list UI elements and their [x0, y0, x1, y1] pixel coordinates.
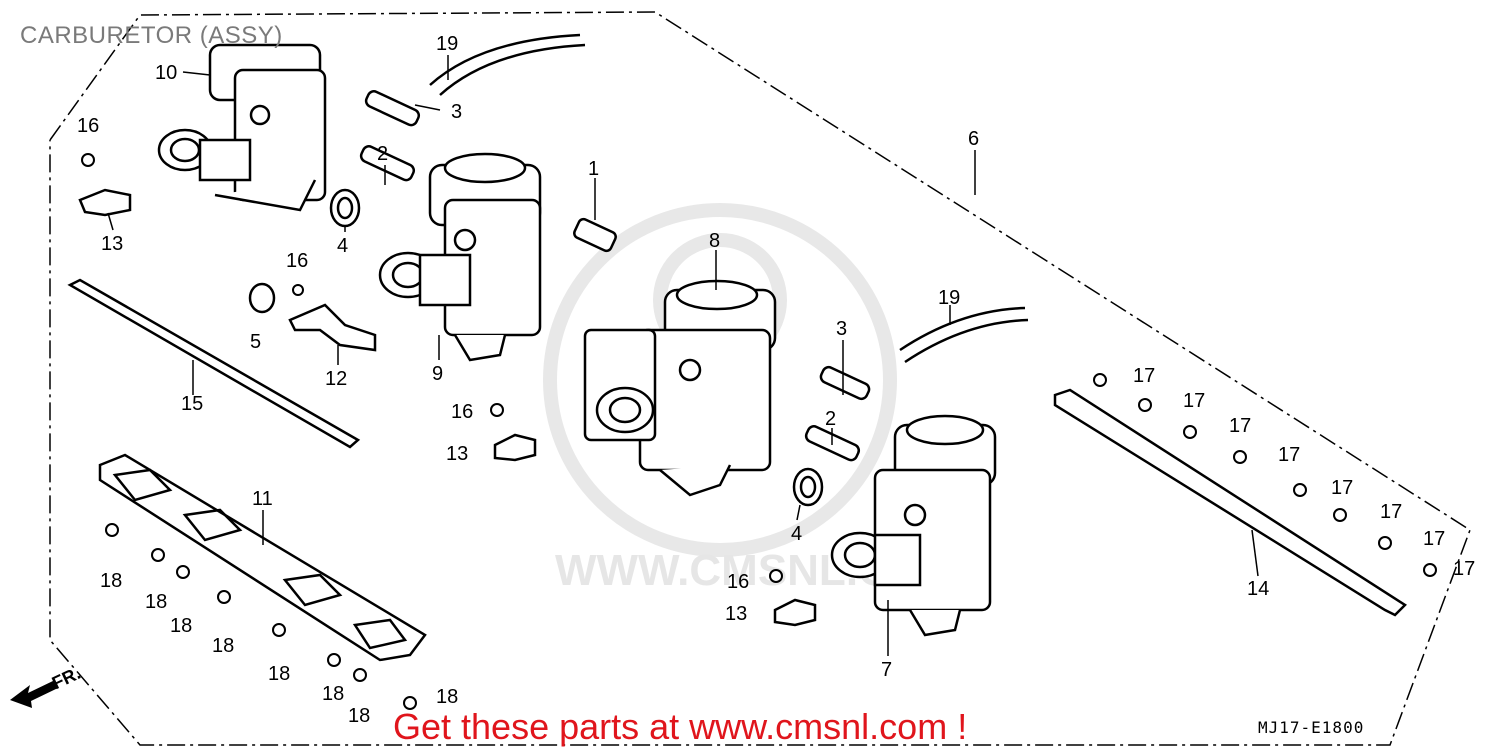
callout-8: 8	[709, 230, 720, 252]
callout-2: 2	[377, 143, 388, 165]
callout-5: 5	[250, 331, 261, 353]
springs-drawing	[248, 188, 824, 507]
promo-link[interactable]: Get these parts at www.cmsnl.com !	[393, 706, 968, 747]
callout-16: 16	[451, 401, 473, 423]
callout-17: 17	[1423, 528, 1445, 550]
diagram-code: MJ17-E1800	[1258, 718, 1365, 737]
diagram-title: CARBURETOR (ASSY)	[20, 22, 283, 49]
carburetor-10-drawing	[157, 43, 327, 212]
callout-16: 16	[727, 571, 749, 593]
rod-15-drawing	[67, 278, 361, 449]
assembly-outline	[49, 11, 1471, 746]
callout-6: 6	[968, 128, 979, 150]
callout-14: 14	[1247, 578, 1269, 600]
callout-10: 10	[155, 62, 177, 84]
carburetor-7-drawing	[830, 414, 997, 637]
callout-18: 18	[100, 570, 122, 592]
leader-lines	[107, 55, 1259, 656]
callout-17: 17	[1278, 444, 1300, 466]
callout-17: 17	[1183, 390, 1205, 412]
callout-18: 18	[436, 686, 458, 708]
callout-1: 1	[588, 158, 599, 180]
callout-12: 12	[325, 368, 347, 390]
callout-13: 13	[725, 603, 747, 625]
callout-18: 18	[322, 683, 344, 705]
callout-16: 16	[77, 115, 99, 137]
brackets-drawing	[78, 188, 817, 627]
stay-11-drawing	[98, 453, 427, 662]
callout-3: 3	[451, 101, 462, 123]
callout-7: 7	[881, 659, 892, 681]
callout-17: 17	[1380, 501, 1402, 523]
callout-18: 18	[268, 663, 290, 685]
callout-18: 18	[212, 635, 234, 657]
callout-13: 13	[446, 443, 468, 465]
callout-4: 4	[337, 235, 348, 257]
fuel-hose-19-drawing	[429, 33, 1029, 364]
joint-pipes-drawing	[359, 90, 871, 462]
callout-4: 4	[791, 523, 802, 545]
carburetor-9-drawing	[378, 152, 542, 362]
callout-2: 2	[825, 408, 836, 430]
callout-18: 18	[145, 591, 167, 613]
callout-19: 19	[938, 287, 960, 309]
callout-3: 3	[836, 318, 847, 340]
callout-9: 9	[432, 363, 443, 385]
callout-13: 13	[101, 233, 123, 255]
callout-17: 17	[1331, 477, 1353, 499]
front-arrow-icon	[10, 680, 58, 708]
callout-17: 17	[1453, 558, 1475, 580]
callout-18: 18	[348, 705, 370, 727]
callout-15: 15	[181, 393, 203, 415]
carburetor-8-drawing	[583, 279, 777, 497]
stay-14-drawing	[1053, 388, 1407, 617]
callout-18: 18	[170, 615, 192, 637]
callout-17: 17	[1133, 365, 1155, 387]
screws-drawing	[81, 153, 1437, 710]
callout-16: 16	[286, 250, 308, 272]
callout-19: 19	[436, 33, 458, 55]
callout-11: 11	[252, 488, 273, 510]
callout-17: 17	[1229, 415, 1251, 437]
